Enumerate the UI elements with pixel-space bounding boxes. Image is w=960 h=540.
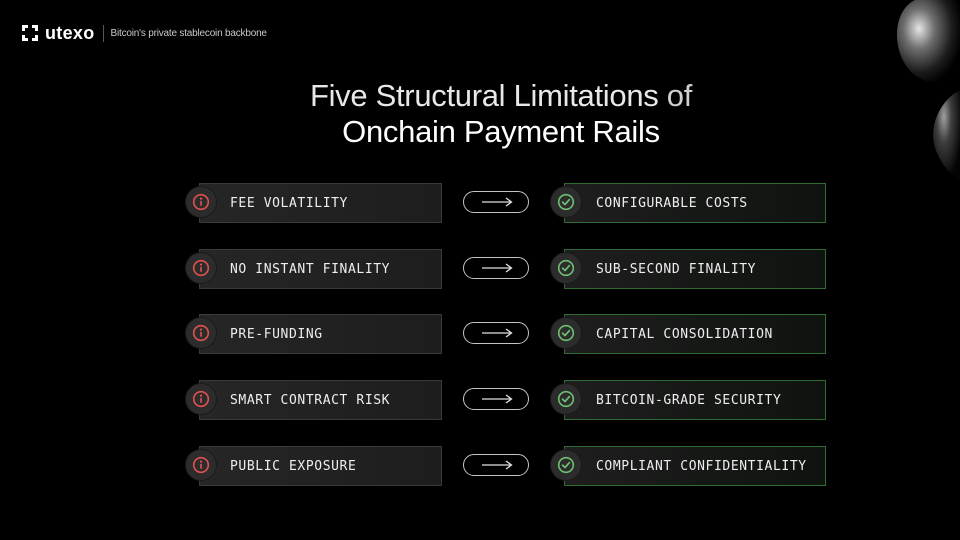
problem-label: PUBLIC EXPOSURE xyxy=(230,458,357,474)
solution-label: BITCOIN-GRADE SECURITY xyxy=(596,392,782,408)
problem-badge xyxy=(186,187,216,217)
solution-badge xyxy=(551,318,581,348)
arrow-right-icon xyxy=(482,460,513,470)
solution-label: CAPITAL CONSOLIDATION xyxy=(596,326,773,342)
problem-card: FEE VOLATILITY xyxy=(199,183,442,223)
title-line-2: Onchain Payment Rails xyxy=(342,114,660,149)
info-alert-icon xyxy=(192,324,210,342)
transition-arrow xyxy=(463,257,529,279)
problem-card: PRE-FUNDING xyxy=(199,314,442,354)
solution-badge xyxy=(551,253,581,283)
problem-badge xyxy=(186,384,216,414)
comparison-row: NO INSTANT FINALITY SUB-SECOND FINALITY xyxy=(0,249,960,289)
solution-label: SUB-SECOND FINALITY xyxy=(596,261,757,277)
solution-badge xyxy=(551,187,581,217)
solution-card: CAPITAL CONSOLIDATION xyxy=(564,314,826,354)
solution-card: COMPLIANT CONFIDENTIALITY xyxy=(564,446,826,486)
logo: utexo xyxy=(20,23,95,44)
problem-badge xyxy=(186,450,216,480)
solution-badge xyxy=(551,384,581,414)
tagline: Bitcoin's private stablecoin backbone xyxy=(110,27,267,39)
utexo-logo-icon xyxy=(22,25,38,41)
solution-badge xyxy=(551,450,581,480)
solution-card: BITCOIN-GRADE SECURITY xyxy=(564,380,826,420)
solution-label: COMPLIANT CONFIDENTIALITY xyxy=(596,458,807,474)
info-alert-icon xyxy=(192,193,210,211)
arrow-right-icon xyxy=(482,263,513,273)
problem-badge xyxy=(186,318,216,348)
solution-card: CONFIGURABLE COSTS xyxy=(564,183,826,223)
problem-label: SMART CONTRACT RISK xyxy=(230,392,391,408)
comparison-row: SMART CONTRACT RISK BITCOIN-GRADE SECURIT… xyxy=(0,380,960,420)
transition-arrow xyxy=(463,454,529,476)
comparison-row: PRE-FUNDING CAPITAL CONSOLIDATION xyxy=(0,314,960,354)
arrow-right-icon xyxy=(482,328,513,338)
info-alert-icon xyxy=(192,456,210,474)
brand-name: utexo xyxy=(45,22,95,43)
header: utexo Bitcoin's private stablecoin backb… xyxy=(20,22,267,44)
comparison-row: FEE VOLATILITY CONFIGURABLE COSTS xyxy=(0,183,960,223)
info-alert-icon xyxy=(192,259,210,277)
check-circle-icon xyxy=(557,259,575,277)
problem-card: NO INSTANT FINALITY xyxy=(199,249,442,289)
transition-arrow xyxy=(463,388,529,410)
transition-arrow xyxy=(463,322,529,344)
page-title: Five Structural Limitations of Onchain P… xyxy=(0,78,960,150)
header-divider xyxy=(102,24,104,42)
check-circle-icon xyxy=(557,456,575,474)
check-circle-icon xyxy=(557,193,575,211)
title-light: of xyxy=(658,78,693,113)
problem-card: SMART CONTRACT RISK xyxy=(199,380,442,420)
arrow-right-icon xyxy=(482,394,513,404)
info-alert-icon xyxy=(192,390,210,408)
problem-label: PRE-FUNDING xyxy=(230,326,323,342)
solution-card: SUB-SECOND FINALITY xyxy=(564,249,826,289)
problem-badge xyxy=(186,253,216,283)
solution-label: CONFIGURABLE COSTS xyxy=(596,195,748,211)
problem-card: PUBLIC EXPOSURE xyxy=(199,446,442,486)
problem-label: NO INSTANT FINALITY xyxy=(230,261,391,277)
check-circle-icon xyxy=(557,324,575,342)
check-circle-icon xyxy=(557,390,575,408)
decorative-sphere-top xyxy=(896,0,960,83)
transition-arrow xyxy=(463,191,529,213)
arrow-right-icon xyxy=(482,197,513,207)
comparison-row: PUBLIC EXPOSURE COMPLIANT CONFIDENTIALITY xyxy=(0,446,960,486)
problem-label: FEE VOLATILITY xyxy=(230,195,348,211)
decorative-sphere-side xyxy=(933,90,960,180)
title-strong: Five Structural Limitations xyxy=(309,78,659,113)
